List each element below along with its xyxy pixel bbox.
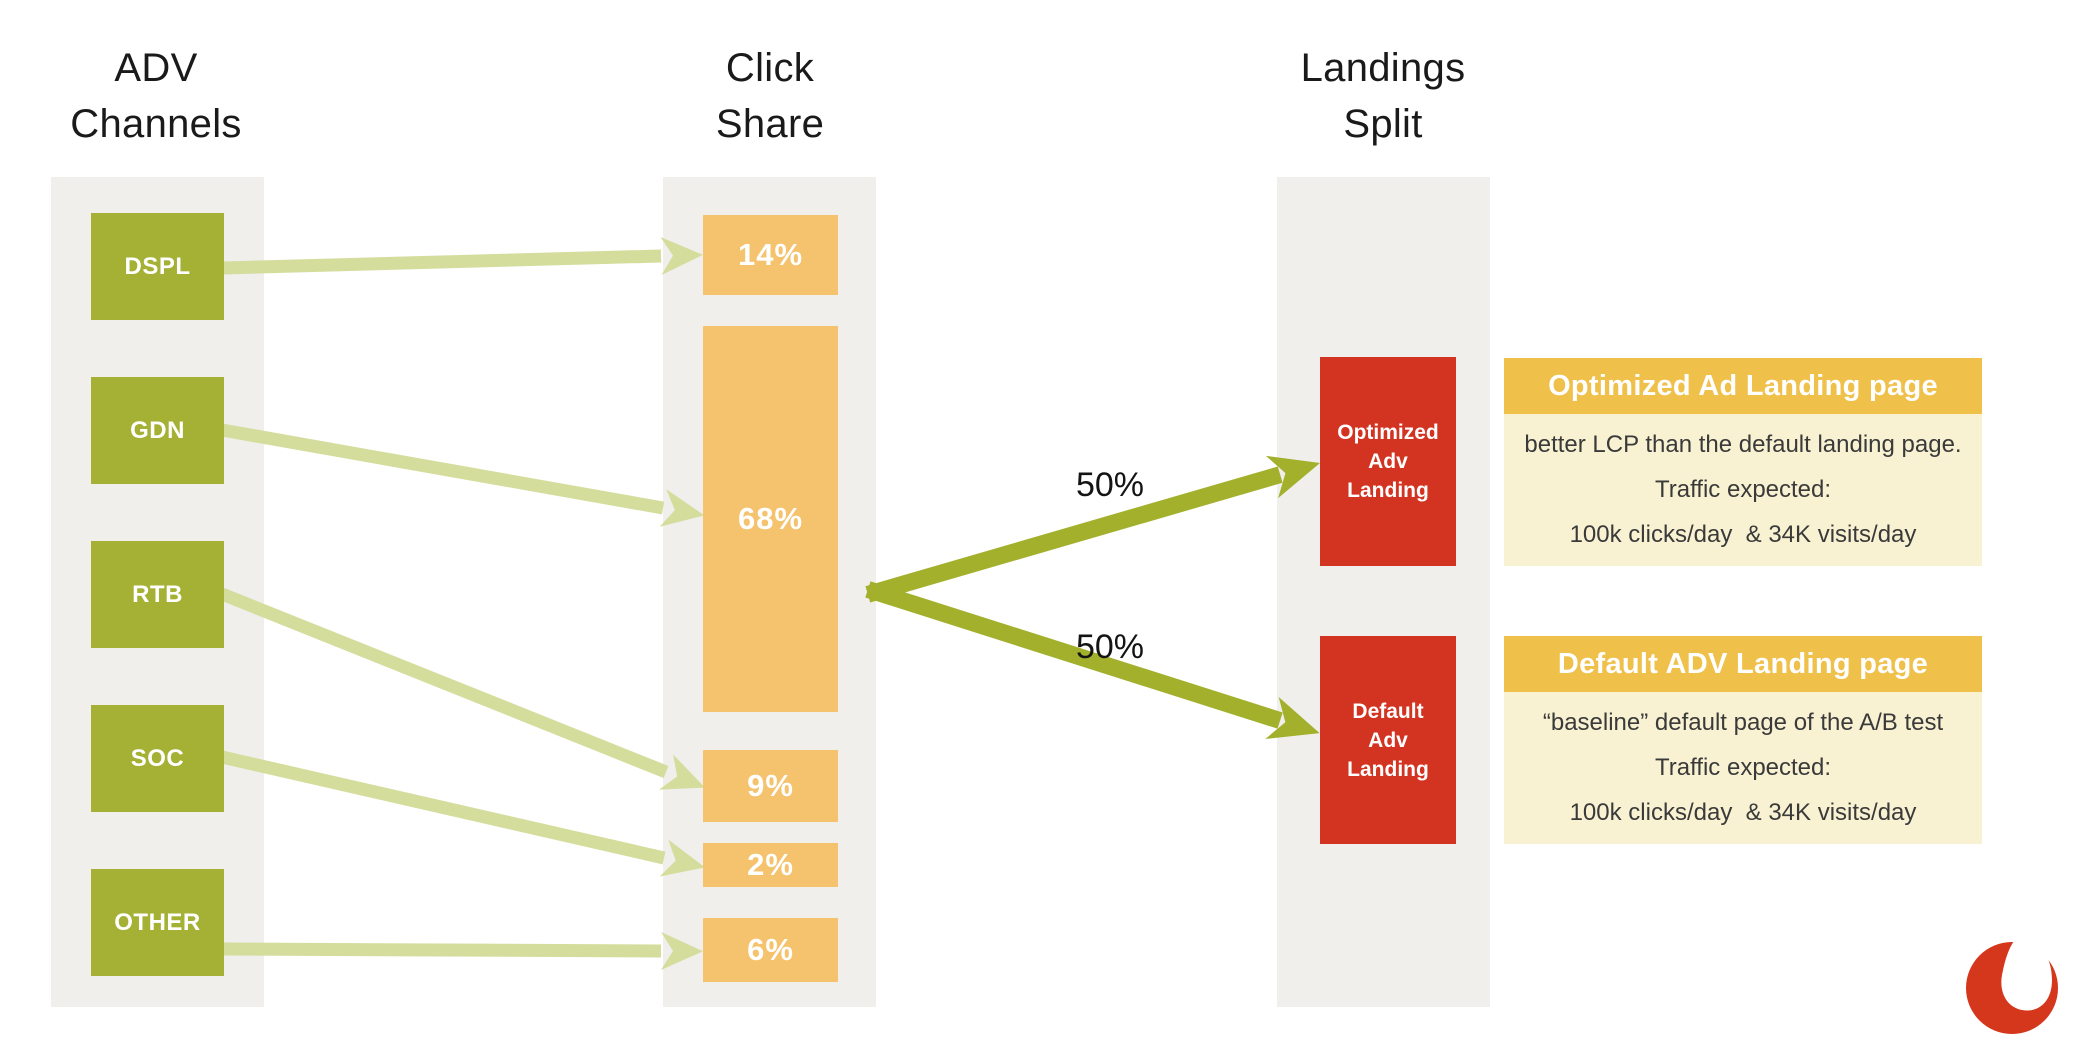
split-arrow-default xyxy=(865,581,1320,739)
card-body-line: 100k clicks/day & 34K visits/day xyxy=(1569,521,1917,548)
column-landings-split-bg xyxy=(1277,177,1490,1007)
header-click-share: Click Share xyxy=(715,46,825,146)
card-body-line: Traffic expected: xyxy=(1654,754,1832,781)
card-body-line: 100k clicks/day & 34K visits/day xyxy=(1569,799,1917,826)
card-body-line: Traffic expected: xyxy=(1654,476,1832,503)
card-body-line: “baseline” default page of the A/B test xyxy=(1542,709,1944,736)
share-box-9: 9% xyxy=(703,750,838,822)
flow-arrow-dspl-14 xyxy=(221,237,703,275)
header-landings-split: Landings Split xyxy=(1300,46,1466,146)
flow-arrow-soc-2 xyxy=(220,750,705,877)
info-card-optimized: Optimized Ad Landing page better LCP tha… xyxy=(1504,358,1982,566)
card-title-default: Default ADV Landing page xyxy=(1504,636,1982,692)
flow-arrow-rtb-9 xyxy=(219,587,705,790)
split-arrow-optimized xyxy=(865,455,1321,603)
split-label-bottom: 50% xyxy=(1075,628,1145,666)
card-body-line: better LCP than the default landing page… xyxy=(1524,431,1962,458)
info-card-default: Default ADV Landing page “baseline” defa… xyxy=(1504,636,1982,844)
flow-arrow-gdn-68 xyxy=(220,423,705,527)
card-body-optimized: better LCP than the default landing page… xyxy=(1504,414,1982,566)
vodafone-logo xyxy=(1966,939,2058,1034)
share-box-14: 14% xyxy=(703,215,838,295)
channel-box-rtb: RTB xyxy=(91,541,224,648)
split-label-top: 50% xyxy=(1075,466,1145,504)
card-body-default: “baseline” default page of the A/B test … xyxy=(1504,692,1982,844)
channel-box-soc: SOC xyxy=(91,705,224,812)
channel-box-dspl: DSPL xyxy=(91,213,224,320)
landing-box-optimized: Optimized Adv Landing xyxy=(1320,357,1456,566)
channel-box-gdn: GDN xyxy=(91,377,224,484)
landing-box-default: Default Adv Landing xyxy=(1320,636,1456,844)
share-box-6: 6% xyxy=(703,918,838,982)
flow-arrow-other-6 xyxy=(221,932,703,970)
card-title-optimized: Optimized Ad Landing page xyxy=(1504,358,1982,414)
channel-box-other: OTHER xyxy=(91,869,224,976)
share-box-2: 2% xyxy=(703,843,838,887)
share-box-68: 68% xyxy=(703,326,838,712)
header-adv-channels: ADV Channels xyxy=(70,46,242,146)
